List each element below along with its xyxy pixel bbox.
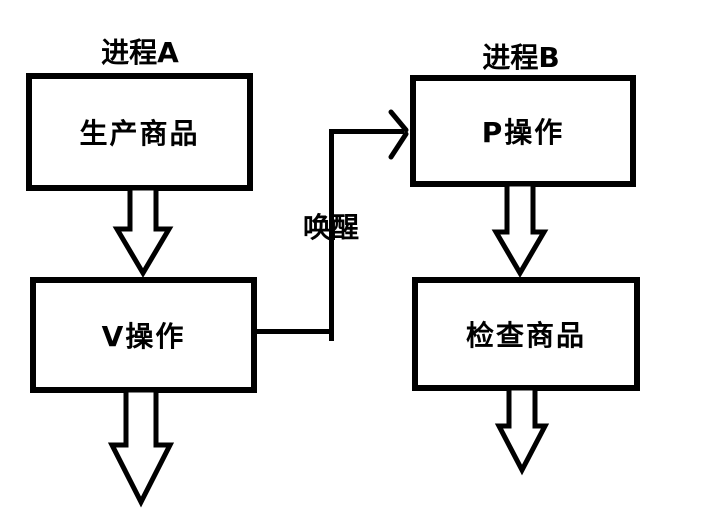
node-produce-goods-label: 生产商品 <box>79 117 200 150</box>
process-b-title: 进程B <box>482 41 560 74</box>
node-v-operation-label: V操作 <box>101 320 186 353</box>
down-arrow-icon-produce-to-v <box>112 185 174 278</box>
node-p-operation-label: P操作 <box>481 116 565 149</box>
node-check-goods-label: 检查商品 <box>465 319 586 352</box>
down-arrow-icon-v-exit <box>107 387 175 508</box>
down-arrow-icon-check-exit <box>494 385 550 476</box>
process-a-title: 进程A <box>101 36 179 69</box>
down-arrow-icon-p-to-check <box>491 181 549 278</box>
arrowhead-icon-wake-edge <box>388 109 409 160</box>
wake-edge-vertical-segment <box>329 129 404 341</box>
node-v-operation: V操作 <box>30 277 257 393</box>
wake-edge-label: 唤醒 <box>302 211 359 244</box>
node-check-goods: 检查商品 <box>412 277 640 391</box>
